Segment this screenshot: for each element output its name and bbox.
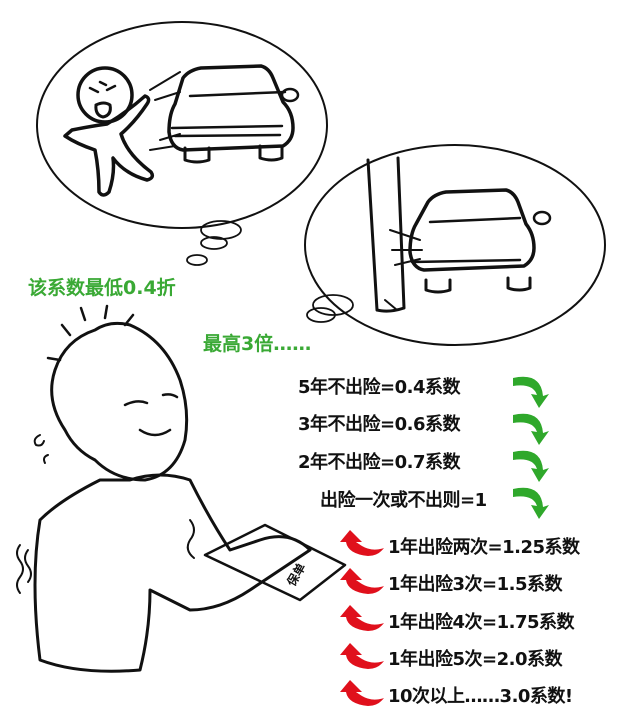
- caption-min-coefficient: 该系数最低0.4折: [28, 277, 176, 299]
- car-crash-icon: [384, 188, 552, 311]
- stick-figure-icon: [63, 66, 155, 197]
- surcharge-rule: 1年出险两次=1.25系数: [388, 537, 580, 558]
- caption-max-multiple: 最高3倍……: [203, 333, 312, 355]
- surcharge-rule: 1年出险4次=1.75系数: [388, 612, 575, 633]
- discount-rule: 2年不出险=0.7系数: [298, 452, 461, 473]
- red-arrows: [340, 530, 384, 706]
- surcharge-rule: 10次以上……3.0系数!: [388, 686, 573, 707]
- car-icon: [149, 64, 300, 164]
- pole-icon: [366, 156, 406, 313]
- discount-rule: 出险一次或不出则=1: [320, 490, 487, 511]
- green-arrows: [513, 376, 549, 519]
- surcharge-rule: 1年出险3次=1.5系数: [388, 574, 563, 595]
- discount-rule: 3年不出险=0.6系数: [298, 414, 461, 435]
- surcharge-rule: 1年出险5次=2.0系数: [388, 649, 563, 670]
- worried-man-illustration: [16, 304, 347, 673]
- discount-rule: 5年不出险=0.4系数: [298, 377, 461, 398]
